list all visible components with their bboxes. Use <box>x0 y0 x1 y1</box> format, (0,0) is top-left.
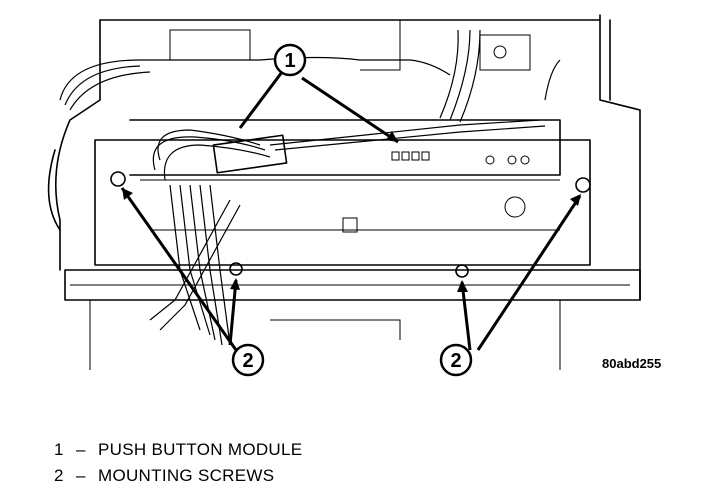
callout-2a-leader-a <box>120 187 238 351</box>
top-bracket-right <box>479 34 531 71</box>
screw-lower-right <box>455 264 469 278</box>
screw-right <box>575 177 591 193</box>
lower-trim <box>64 269 641 301</box>
callout-2a-leader-b <box>228 279 238 346</box>
callout-2-right: 2 <box>439 343 473 377</box>
svg-text:2: 2 <box>450 350 461 372</box>
callout-2-left: 2 <box>231 343 265 377</box>
legend-item-1: 1–PUSH BUTTON MODULE <box>54 440 302 460</box>
legend-separator: – <box>76 466 86 485</box>
callout-1-leader-a <box>238 71 284 129</box>
legend-number: 2 <box>54 466 64 485</box>
figure-code: 80abd255 <box>602 356 662 371</box>
svg-text:1: 1 <box>284 50 295 72</box>
housing-left-curve <box>47 149 61 231</box>
top-bracket-center <box>360 19 401 71</box>
module-illustration: 1 2 2 <box>47 14 641 377</box>
module-bezel <box>94 139 591 266</box>
legend-label: PUSH BUTTON MODULE <box>98 440 303 459</box>
callout-1: 1 <box>273 43 307 77</box>
legend-label: MOUNTING SCREWS <box>98 466 275 485</box>
top-bracket-left <box>169 29 251 61</box>
legend-separator: – <box>76 440 86 459</box>
callout-2b-leader-b <box>476 195 582 351</box>
wire-harness <box>59 29 561 346</box>
housing-right-edge <box>599 14 641 301</box>
legend-item-2: 2–MOUNTING SCREWS <box>54 466 274 486</box>
callout-1-leader-b <box>301 76 399 144</box>
legend-number: 1 <box>54 440 64 459</box>
screw-left <box>110 171 126 187</box>
callout-2b-leader-a <box>460 281 472 351</box>
knob-hole <box>504 196 526 218</box>
housing-left-edge <box>54 19 101 271</box>
push-button-module <box>129 119 561 176</box>
screw-lower-left <box>229 262 243 276</box>
svg-text:2: 2 <box>242 350 253 372</box>
